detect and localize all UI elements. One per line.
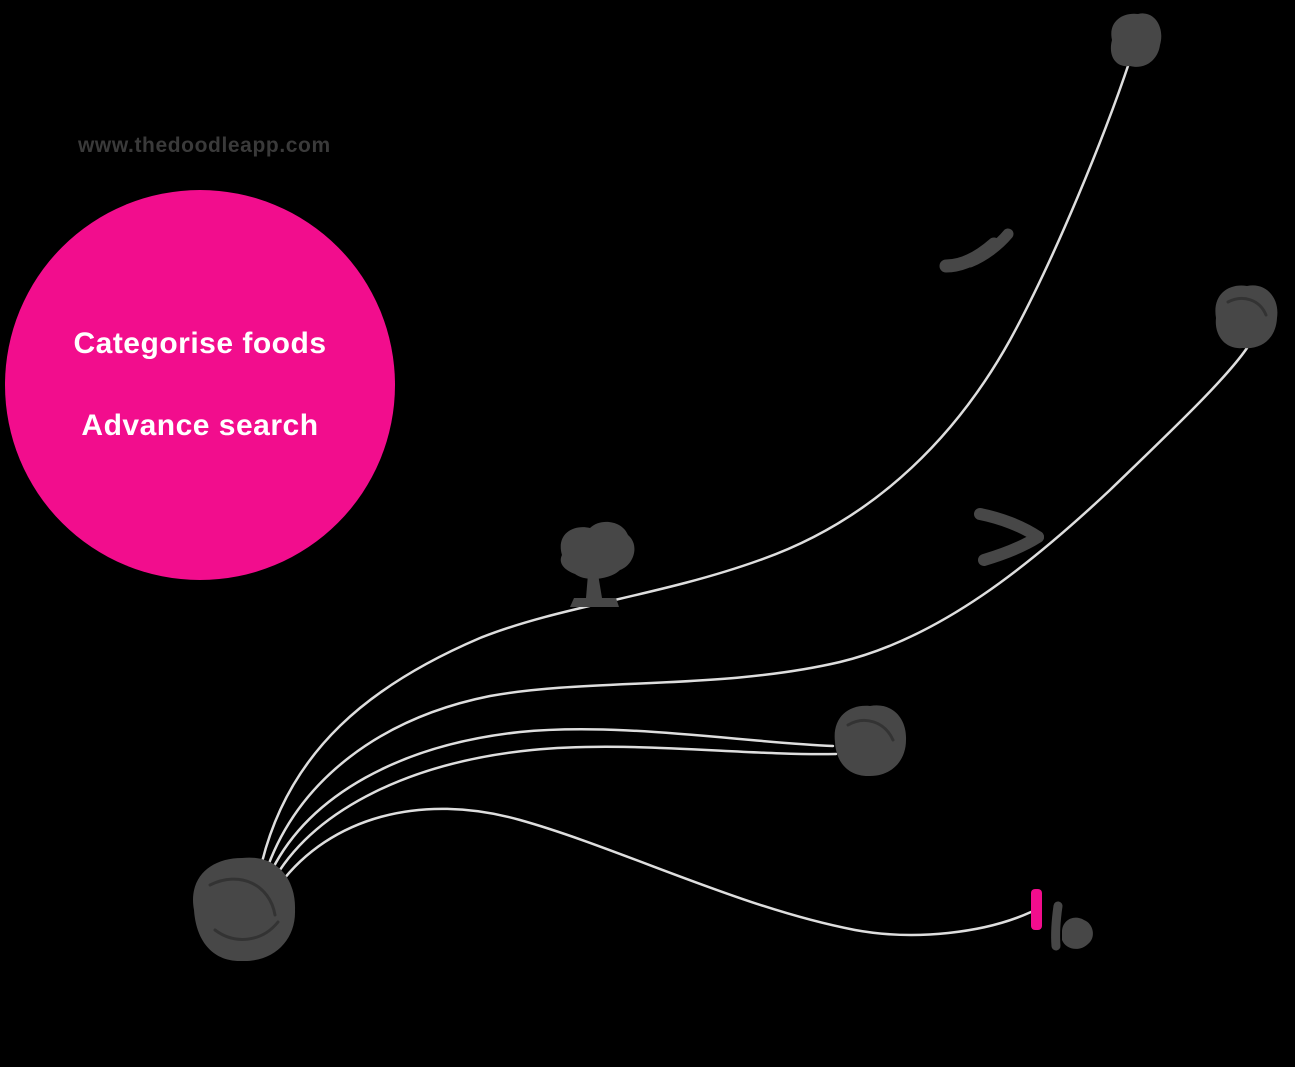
curve-to-center-blob-2 [274, 745, 838, 878]
bubble-line-advance-search: Advance search [81, 409, 319, 442]
highlight-bubble: Categorise foods Advance search [5, 190, 395, 580]
curve-to-top-blob [260, 58, 1132, 864]
origin-scribble-texture [208, 877, 280, 941]
top-right-scribble-blob [1110, 13, 1162, 67]
pink-marker-tick [1031, 889, 1042, 930]
small-scribble-doodle [1051, 901, 1093, 951]
curve-to-right-blob [266, 346, 1249, 868]
arrowhead-doodle [974, 508, 1044, 566]
watermark-text: www.thedoodleapp.com [78, 134, 331, 157]
sprout-cap [560, 521, 635, 579]
origin-scribble-blob [193, 857, 296, 962]
right-scribble-texture [1226, 297, 1268, 317]
center-scribble-texture [846, 719, 895, 742]
sprout-base [570, 598, 619, 607]
curve-to-pink-marker [278, 807, 1033, 937]
sprout-stem [586, 574, 602, 598]
swoosh-doodle-upper [939, 228, 1014, 273]
curve-to-center-blob [270, 728, 835, 872]
sprout-doodle [560, 521, 635, 607]
right-scribble-blob [1215, 285, 1278, 349]
bubble-line-categorise-foods: Categorise foods [73, 327, 327, 360]
center-scribble-blob [834, 705, 907, 777]
